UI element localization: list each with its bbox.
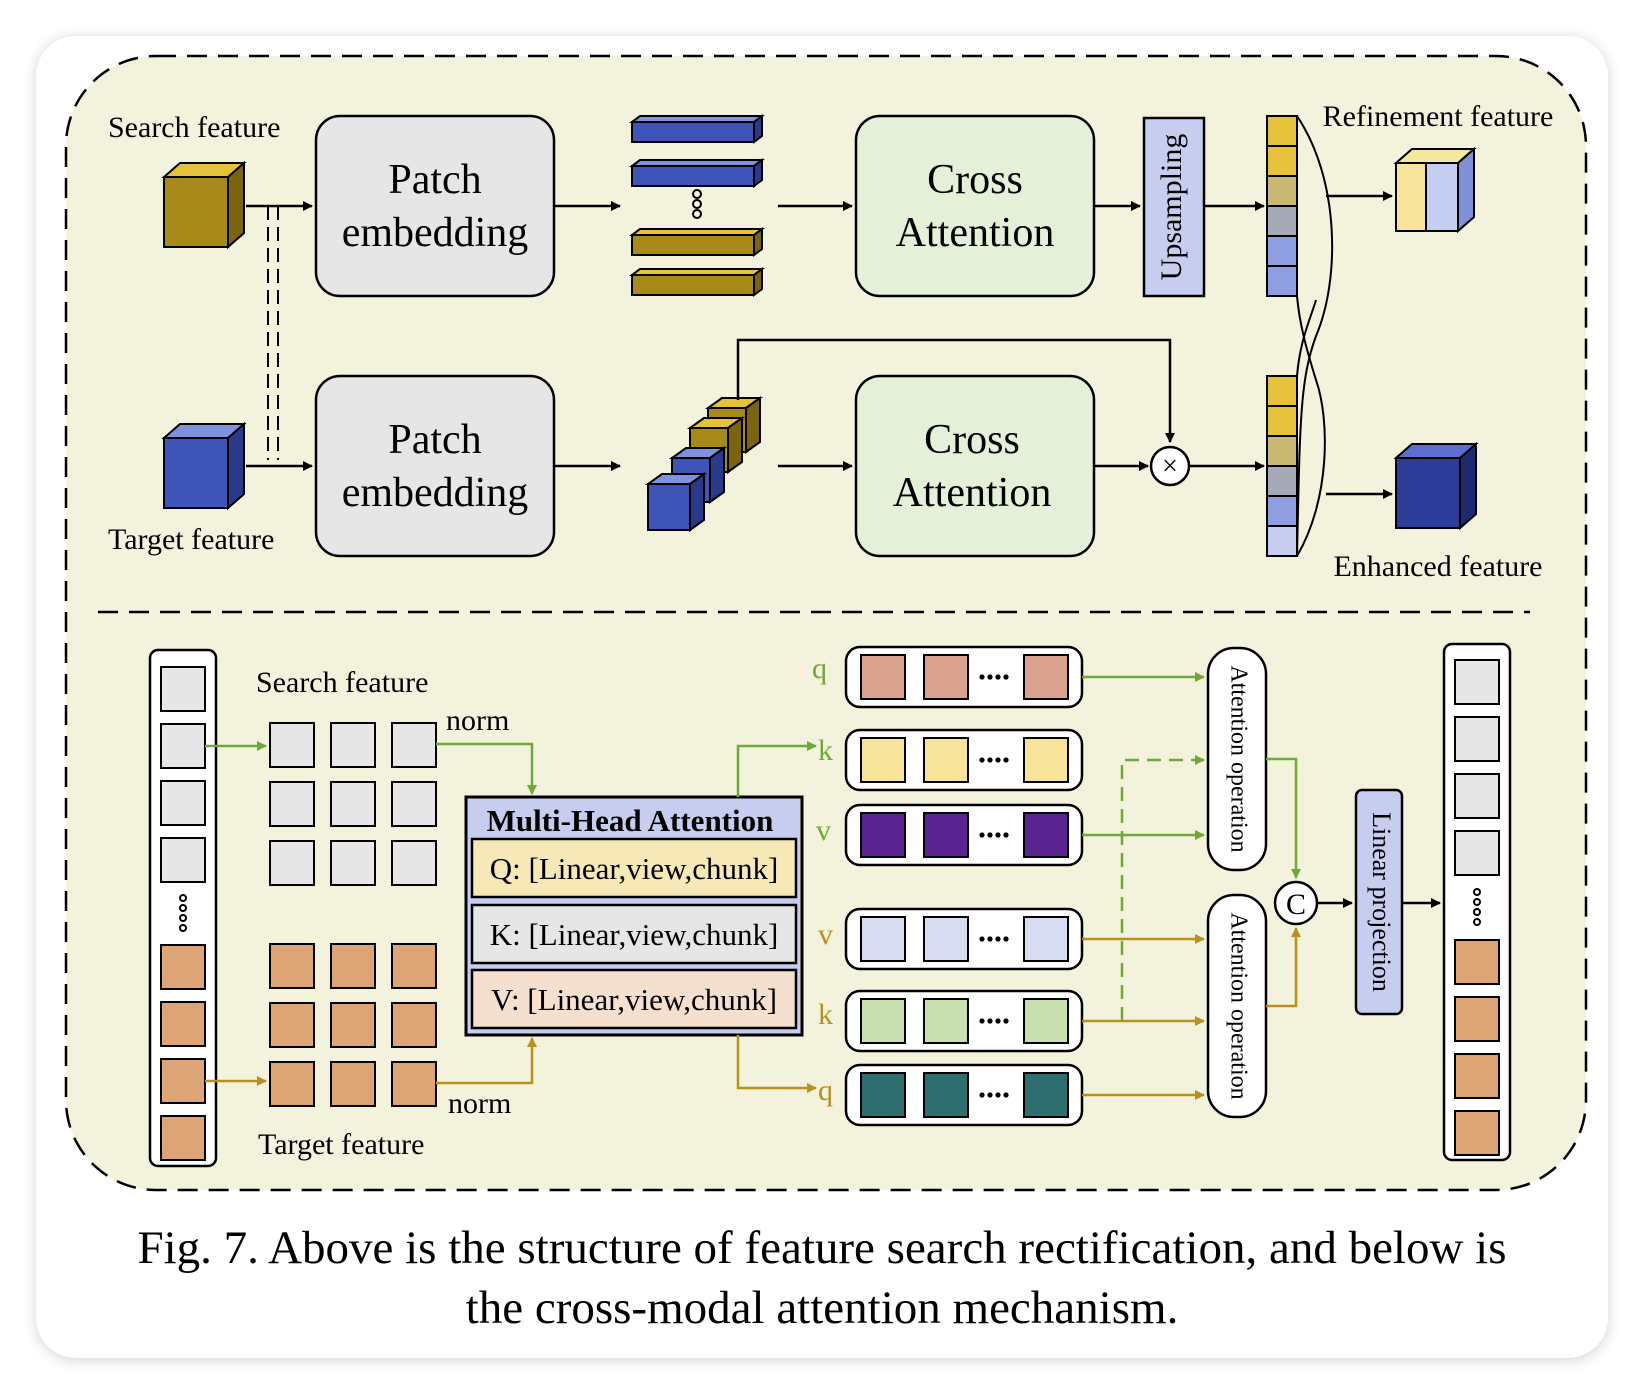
diagram-panel — [64, 54, 1588, 1192]
arrow-mha-to-q — [736, 1035, 817, 1093]
token-row-v-target — [844, 907, 1084, 971]
label-q-green: q — [812, 652, 827, 685]
norm-label-bottom: norm — [448, 1087, 511, 1120]
mha-k-row — [470, 903, 798, 965]
cross-attention-bottom-line1: Cross — [924, 417, 1020, 463]
cross-attention-top-line2: Attention — [896, 210, 1055, 256]
dashed-k-to-attn1 — [1120, 755, 1205, 1021]
arrow-search-norm — [436, 742, 537, 795]
caption-line-1: Fig. 7. Above is the structure of featur… — [137, 1222, 1507, 1274]
cross-attention-top-line1: Cross — [927, 157, 1023, 203]
crossing-curve-3 — [1296, 299, 1317, 377]
token-row-v-search — [844, 803, 1084, 867]
upsampling-label: Upsampling — [1155, 134, 1188, 281]
input-ellipsis — [179, 894, 187, 932]
search-feature-cube — [161, 160, 247, 250]
arrow-attn1-to-concat — [1266, 757, 1301, 879]
token-row-k-target — [844, 989, 1084, 1053]
input-token-cells — [160, 666, 206, 1161]
patch-embedding-bottom — [314, 374, 556, 558]
mha-k-text: K: [Linear,view,chunk] — [490, 917, 779, 952]
attention-operation-1-label: Attention operation — [1225, 665, 1251, 852]
norm-label-top: norm — [446, 704, 509, 737]
arrow-attn2-to-concat — [1266, 927, 1301, 1008]
mha-q-text: Q: [Linear,view,chunk] — [490, 851, 779, 886]
patch-embedding-top — [314, 114, 556, 298]
label-v-orange: v — [818, 918, 833, 951]
search-feature-label: Search feature — [108, 111, 280, 144]
output-token-cells — [1454, 659, 1500, 1156]
label-k-green: k — [818, 734, 833, 767]
token-bars — [629, 114, 765, 297]
linear-projection-label: Linear projection — [1367, 812, 1396, 992]
attention-operation-2-label: Attention operation — [1225, 912, 1251, 1099]
skip-connection — [736, 338, 1175, 443]
token-row-k-search — [844, 728, 1084, 792]
target-feature-cube — [161, 421, 247, 511]
enhanced-feature-label: Enhanced feature — [1333, 550, 1542, 583]
output-ellipsis — [1473, 888, 1481, 926]
label-v-green: v — [816, 814, 831, 847]
cross-attention-top — [854, 114, 1096, 298]
bottom-target-feature-label: Target feature — [258, 1128, 424, 1161]
concat-symbol: C — [1286, 888, 1306, 921]
arrow-target-norm — [436, 1037, 537, 1085]
patch-embedding-bottom-line1: Patch — [388, 417, 481, 463]
refinement-feature-cube — [1393, 146, 1477, 234]
token-row-q-search — [844, 645, 1084, 709]
upsampling-box — [1142, 116, 1206, 298]
crossing-curve-1 — [1296, 115, 1334, 557]
patch-embedding-top-line1: Patch — [388, 157, 481, 203]
mha-title: Multi-Head Attention — [487, 803, 774, 838]
refinement-token-column — [1266, 115, 1298, 297]
mha-q-row — [470, 837, 798, 899]
patch-embedding-top-line2: embedding — [342, 210, 529, 256]
token-row-q-target — [844, 1063, 1084, 1127]
target-feature-label: Target feature — [108, 523, 274, 556]
cross-attention-bottom — [854, 374, 1096, 558]
multiply-symbol: × — [1162, 451, 1178, 482]
bottom-search-feature-label: Search feature — [256, 666, 428, 699]
label-q-orange: q — [818, 1074, 833, 1107]
cross-attention-bottom-line2: Attention — [893, 470, 1052, 516]
refinement-feature-label: Refinement feature — [1323, 100, 1554, 133]
caption-line-2: the cross-modal attention mechanism. — [465, 1282, 1179, 1334]
enhanced-token-column — [1266, 375, 1298, 557]
mha-v-row — [470, 968, 798, 1030]
figure-caption: Fig. 7. Above is the structure of featur… — [40, 1218, 1604, 1338]
search-patch-grid — [269, 722, 437, 886]
stacked-token-cubes — [644, 396, 764, 532]
mha-v-text: V: [Linear,view,chunk] — [491, 982, 777, 1017]
enhanced-feature-cube — [1393, 441, 1479, 531]
arrow-mha-to-k — [736, 741, 817, 797]
label-k-orange: k — [818, 998, 833, 1031]
crossing-curve-2 — [1296, 295, 1326, 557]
target-patch-grid — [269, 943, 437, 1107]
patch-embedding-bottom-line2: embedding — [342, 470, 529, 516]
